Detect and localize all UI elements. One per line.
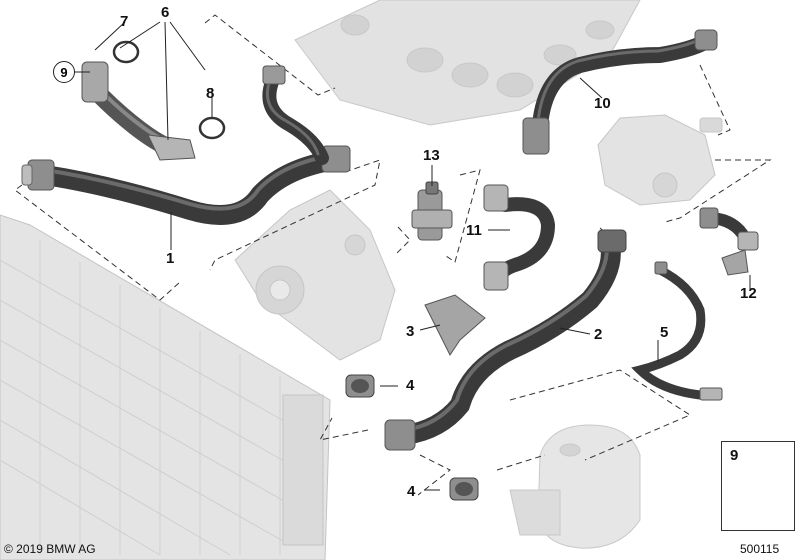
fastener-inset-box (721, 441, 795, 531)
callout-4-upper: 4 (406, 377, 415, 394)
hose-upper-branch (262, 65, 329, 165)
radiator (0, 214, 331, 560)
callout-8: 8 (206, 85, 215, 102)
callout-10: 10 (594, 95, 611, 112)
water-pump (234, 189, 396, 361)
callout-2: 2 (594, 326, 603, 343)
callout-12: 12 (740, 285, 757, 302)
hose-1-end-left (21, 159, 55, 191)
leader-lines (75, 21, 751, 491)
callout-6: 6 (161, 4, 170, 21)
callout-9-inset: 9 (730, 447, 739, 464)
callout-4-lower: 4 (407, 483, 416, 500)
callout-1: 1 (166, 250, 175, 267)
hose-10 (522, 29, 718, 155)
o-ring-8 (198, 116, 226, 140)
copyright-text: © 2019 BMW AG (4, 542, 96, 556)
o-ring-7 (112, 40, 140, 64)
callout-7: 7 (120, 13, 129, 30)
dashed-reference-lines (14, 14, 772, 496)
valve-assembly (597, 114, 723, 206)
callout-9-circled: 9 (53, 61, 75, 83)
hose-12 (699, 207, 759, 276)
hose-2 (384, 229, 627, 451)
hose-1 (35, 150, 345, 225)
thermostat-13 (411, 181, 453, 241)
callout-5: 5 (660, 324, 669, 341)
clip-4-upper (345, 374, 375, 398)
expansion-tank (509, 424, 641, 549)
bracket-3 (424, 294, 486, 356)
diagram-number: 500115 (740, 542, 780, 556)
callout-13: 13 (423, 147, 440, 164)
clip-4-lower (449, 477, 479, 501)
callout-3: 3 (406, 323, 415, 340)
callout-11: 11 (466, 222, 482, 239)
cylinder-head (294, 0, 641, 126)
hose-5 (631, 261, 723, 401)
pipe-6 (81, 61, 196, 161)
hose-11 (483, 184, 556, 291)
